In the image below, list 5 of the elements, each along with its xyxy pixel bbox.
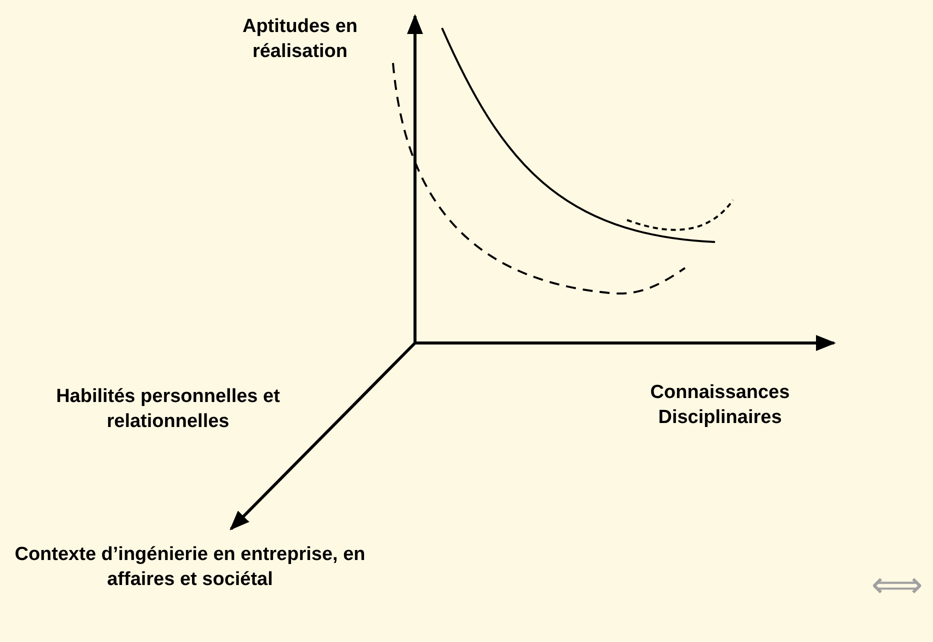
axis-label: Connaissances Disciplinaires [649, 381, 791, 430]
axis-label: Aptitudes en réalisation [241, 15, 359, 64]
axis-label: Contexte d’ingénierie en entreprise, en affaires et sociétal [14, 543, 366, 592]
double-arrow-symbol: ⟺ [870, 566, 924, 606]
axis-label: Habilités personnelles et relationnelles [55, 385, 281, 434]
